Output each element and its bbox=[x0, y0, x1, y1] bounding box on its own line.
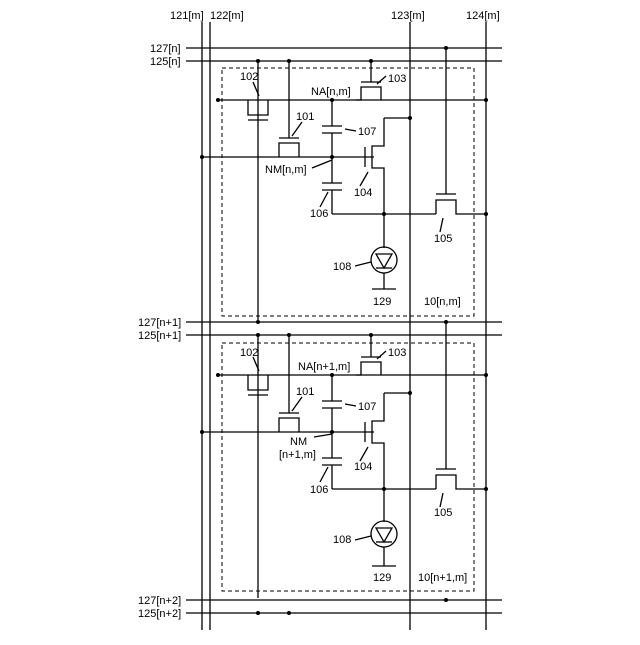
label-cell: 10[n+1,m] bbox=[418, 572, 467, 584]
leader-104 bbox=[360, 447, 368, 461]
transistor-101 bbox=[279, 418, 299, 432]
transistor-105 bbox=[436, 475, 486, 489]
label-nm: NM bbox=[290, 436, 307, 448]
junction-dot bbox=[369, 333, 373, 337]
junction-dot bbox=[382, 487, 386, 491]
label-125-n1: 125[n+1] bbox=[138, 330, 181, 342]
junction-dot bbox=[256, 611, 260, 615]
leader-106 bbox=[320, 192, 328, 207]
label-127-n: 127[n] bbox=[150, 43, 181, 55]
junction-dot bbox=[287, 59, 291, 63]
label-123: 123[m] bbox=[391, 10, 425, 22]
label-108: 108 bbox=[333, 261, 351, 273]
label-103: 103 bbox=[388, 347, 406, 359]
junction-dot bbox=[216, 98, 220, 102]
pixel-boundary bbox=[222, 68, 474, 316]
label-na: NA[n,m] bbox=[311, 86, 351, 98]
leader-nm bbox=[312, 160, 332, 168]
junction-dot bbox=[256, 320, 260, 324]
transistor-104 bbox=[372, 118, 410, 214]
label-129: 129 bbox=[373, 572, 391, 584]
label-108: 108 bbox=[333, 534, 351, 546]
label-107: 107 bbox=[358, 401, 376, 413]
junction-dot bbox=[382, 212, 386, 216]
label-101: 101 bbox=[296, 386, 314, 398]
junction-dot bbox=[444, 598, 448, 602]
label-na: NA[n+1,m] bbox=[298, 361, 350, 373]
leader-107 bbox=[345, 404, 356, 406]
pixel-cell: 102 103 NA[n,m] 101 107 NM[n,m] 104 106 … bbox=[200, 46, 488, 324]
junction-dot bbox=[287, 611, 291, 615]
label-104: 104 bbox=[354, 461, 372, 473]
junction-dot bbox=[256, 333, 260, 337]
leader-104 bbox=[360, 172, 368, 186]
label-102: 102 bbox=[240, 347, 258, 359]
leader-103 bbox=[377, 76, 386, 84]
diode-108-triangle bbox=[376, 254, 392, 268]
label-103: 103 bbox=[388, 73, 406, 85]
junction-dot bbox=[484, 98, 488, 102]
junction-dot bbox=[330, 373, 334, 377]
label-129: 129 bbox=[373, 296, 391, 308]
label-107: 107 bbox=[358, 126, 376, 138]
junction-dot bbox=[330, 98, 334, 102]
transistor-103 bbox=[356, 362, 381, 375]
label-106: 106 bbox=[310, 484, 328, 496]
junction-dot bbox=[200, 430, 204, 434]
leader-108 bbox=[355, 536, 371, 540]
label-101: 101 bbox=[296, 111, 314, 123]
transistor-105 bbox=[436, 200, 486, 214]
label-121: 121[m] bbox=[170, 10, 204, 22]
label-102: 102 bbox=[240, 71, 258, 83]
transistor-101 bbox=[279, 143, 299, 157]
transistor-103 bbox=[356, 87, 381, 100]
label-127-n1: 127[n+1] bbox=[138, 317, 181, 329]
diode-108-triangle bbox=[376, 528, 392, 542]
leader-105 bbox=[440, 218, 443, 232]
junction-dot bbox=[484, 487, 488, 491]
leader-nm bbox=[314, 434, 332, 437]
junction-dot bbox=[200, 155, 204, 159]
label-105: 105 bbox=[434, 233, 452, 245]
leader-107 bbox=[345, 129, 356, 131]
leader-108 bbox=[355, 262, 371, 266]
junction-dot bbox=[330, 155, 334, 159]
label-127-n2: 127[n+2] bbox=[138, 595, 181, 607]
transistor-104 bbox=[372, 393, 410, 489]
label-104: 104 bbox=[354, 187, 372, 199]
leader-105 bbox=[440, 493, 443, 507]
label-cell: 10[n,m] bbox=[424, 296, 461, 308]
junction-dot bbox=[408, 391, 412, 395]
junction-dot bbox=[369, 59, 373, 63]
leader-101 bbox=[292, 122, 302, 136]
junction-dot bbox=[216, 373, 220, 377]
label-124: 124[m] bbox=[466, 10, 500, 22]
label-nm: NM[n,m] bbox=[265, 164, 307, 176]
junction-dot bbox=[330, 430, 334, 434]
label-nm-sub: [n+1,m] bbox=[279, 449, 316, 461]
leader-101 bbox=[292, 397, 302, 411]
junction-dot bbox=[484, 212, 488, 216]
label-125-n2: 125[n+2] bbox=[138, 608, 181, 620]
leader-106 bbox=[320, 467, 328, 482]
label-125-n: 125[n] bbox=[150, 56, 181, 68]
junction-dot bbox=[256, 59, 260, 63]
junction-dot bbox=[408, 116, 412, 120]
junction-dot bbox=[444, 46, 448, 50]
junction-dot bbox=[287, 333, 291, 337]
label-122: 122[m] bbox=[210, 10, 244, 22]
pixel-cell: 102 103 NA[n+1,m] 101 107 NM [n+1,m] 104… bbox=[200, 322, 488, 615]
label-105: 105 bbox=[434, 507, 452, 519]
leader-103 bbox=[377, 351, 386, 359]
pixel-boundary bbox=[222, 343, 474, 591]
junction-dot bbox=[484, 373, 488, 377]
label-106: 106 bbox=[310, 208, 328, 220]
